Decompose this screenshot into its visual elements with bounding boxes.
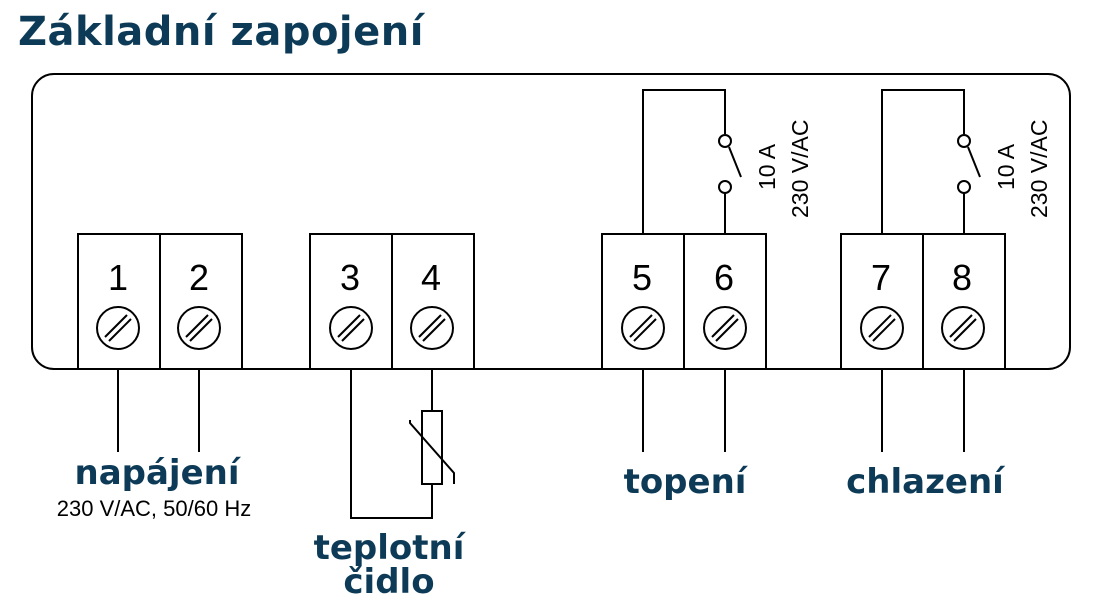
screw-icon	[329, 306, 373, 350]
relay-current-cooling: 10 A	[993, 143, 1019, 190]
relay-current-heating: 10 A	[754, 143, 780, 190]
label-cooling: chlazení	[846, 462, 1006, 502]
device-housing	[31, 73, 1071, 370]
relay-voltage-cooling: 230 V/AC	[1026, 120, 1052, 218]
diagram-title: Základní zapojení	[18, 9, 424, 55]
screw-icon	[621, 306, 665, 350]
terminal-number-8: 8	[952, 257, 972, 298]
screw-icon	[410, 306, 454, 350]
relay-voltage-heating: 230 V/AC	[787, 120, 813, 218]
terminal-block-power	[77, 233, 243, 370]
label-power-spec: 230 V/AC, 50/60 Hz	[57, 496, 251, 521]
terminal-number-2: 2	[189, 257, 209, 298]
terminal-number-4: 4	[421, 257, 441, 298]
screw-icon	[703, 306, 747, 350]
screw-icon	[177, 306, 221, 350]
terminal-number-5: 5	[632, 257, 652, 298]
relay-contact-heating	[642, 89, 742, 234]
screw-icon	[860, 306, 904, 350]
terminal-block-cooling	[840, 233, 1006, 370]
label-sensor-line2: čidlo	[343, 562, 434, 602]
terminal-number-6: 6	[714, 257, 734, 298]
terminal-block-heating	[601, 233, 767, 370]
terminal-number-1: 1	[108, 257, 128, 298]
terminal-block-sensor	[309, 233, 475, 370]
terminal-number-3: 3	[340, 257, 360, 298]
screw-icon	[96, 306, 140, 350]
label-power: napájení	[74, 453, 241, 493]
lead-wires	[117, 369, 965, 452]
label-sensor-line1: teplotní	[314, 528, 467, 568]
relay-contact-cooling	[881, 89, 981, 234]
sensor-loop	[350, 369, 455, 519]
label-heating: topení	[624, 462, 749, 502]
screw-icon	[941, 306, 985, 350]
terminal-number-7: 7	[871, 257, 891, 298]
